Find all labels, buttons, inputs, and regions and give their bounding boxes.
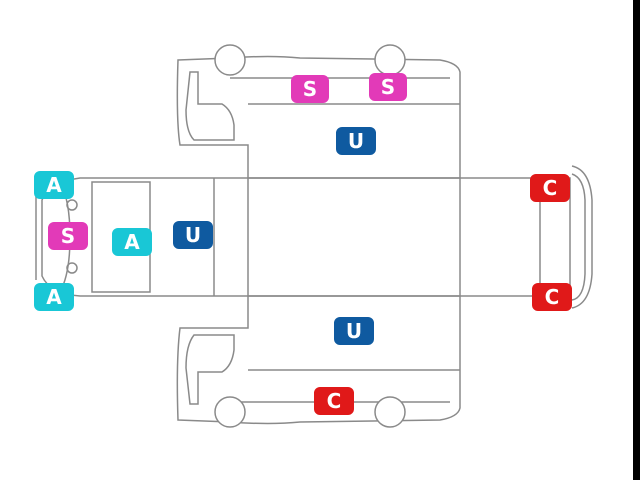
top-side-body [176,55,461,179]
bottom-rear-wheel [374,396,406,428]
windscreen [91,181,151,293]
badge-s-top-right: S [369,73,407,101]
badge-s-front-mid: S [48,222,88,250]
badge-c-rear-bottom: C [532,283,572,311]
mirror-top [66,199,78,211]
badge-u-top: U [336,127,376,155]
badge-u-cab: U [173,221,213,249]
badge-c-rear-top: C [530,174,570,202]
badge-s-top-left: S [291,75,329,103]
badge-a-front-bottom: A [34,283,74,311]
roof-body [247,177,461,297]
top-side-window [185,71,235,141]
rear-bumper-inner [571,173,586,301]
top-front-wheel [214,44,246,76]
top-rear-wheel [374,44,406,76]
badge-u-bottom: U [334,317,374,345]
mirror-bottom [66,262,78,274]
rear-bumper [571,165,593,309]
badge-c-bottom: C [314,387,354,415]
bottom-side-window [185,334,235,405]
frame-edge [633,0,640,480]
bottom-side-body [176,295,461,425]
badge-a-front-top: A [34,171,74,199]
badge-a-cab: A [112,228,152,256]
bottom-front-wheel [214,396,246,428]
